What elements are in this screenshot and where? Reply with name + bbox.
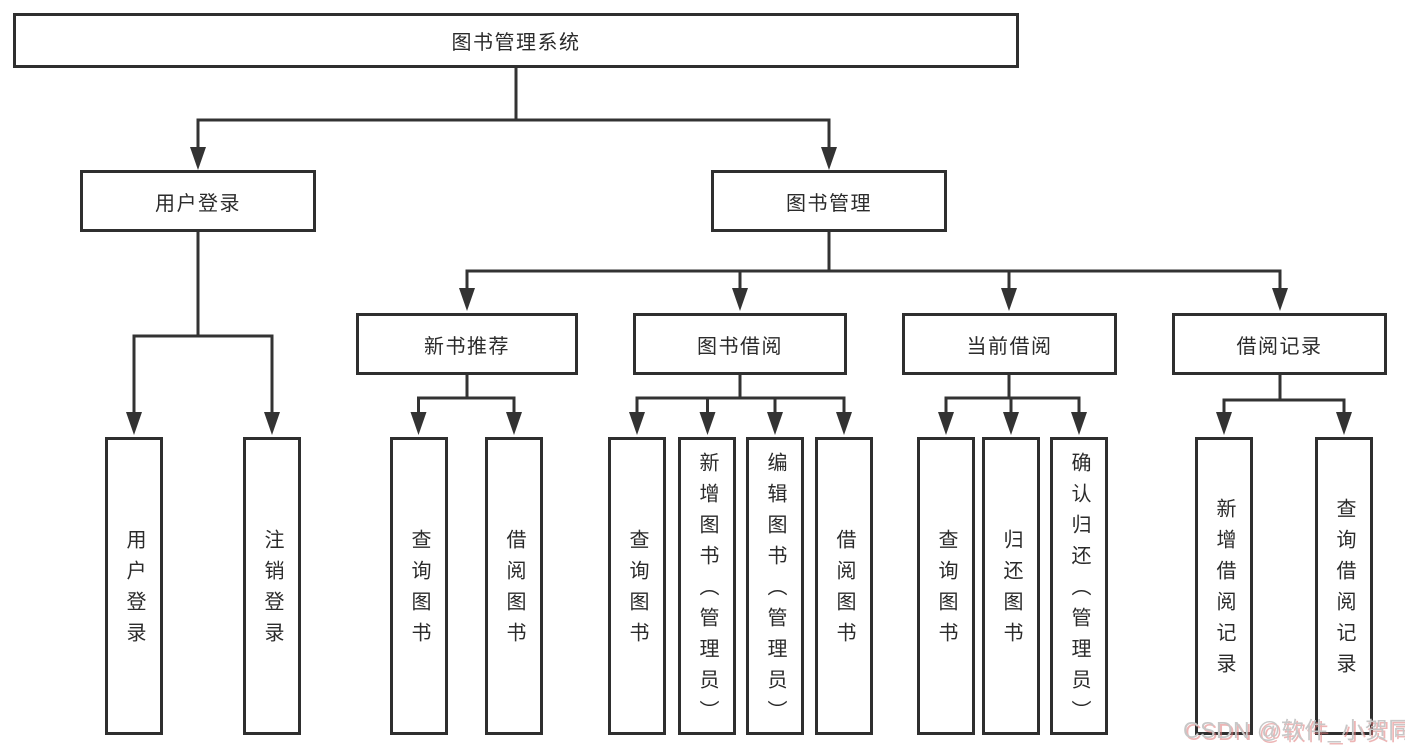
leaf-current-query-books: 查询图书 [917, 437, 975, 735]
node-book-management-system: 图书管理系统 [13, 13, 1019, 68]
leaf-borrow-edit-books-admin: 编辑图书（管理员） [746, 437, 804, 735]
leaf-newbook-query-books: 查询图书 [390, 437, 448, 735]
watermark: CSDN @软件_小贺同学 [1183, 717, 1405, 743]
node-book-management: 图书管理 [711, 170, 947, 232]
node-user-login: 用户登录 [80, 170, 316, 232]
leaf-records-add-record: 新增借阅记录 [1195, 437, 1253, 735]
leaf-borrow-query-books: 查询图书 [608, 437, 666, 735]
leaf-borrow-borrow-books: 借阅图书 [815, 437, 873, 735]
node-borrow-records: 借阅记录 [1172, 313, 1387, 375]
leaf-user-login: 用户登录 [105, 437, 163, 735]
leaf-newbook-borrow-books: 借阅图书 [485, 437, 543, 735]
leaf-records-query-record: 查询借阅记录 [1315, 437, 1373, 735]
node-current-borrow: 当前借阅 [902, 313, 1117, 375]
node-new-book-recommend: 新书推荐 [356, 313, 578, 375]
leaf-borrow-add-books-admin: 新增图书（管理员） [678, 437, 736, 735]
leaf-current-return-books: 归还图书 [982, 437, 1040, 735]
leaf-logout: 注销登录 [243, 437, 301, 735]
node-book-borrow: 图书借阅 [633, 313, 847, 375]
leaf-current-confirm-return-admin: 确认归还（管理员） [1050, 437, 1108, 735]
